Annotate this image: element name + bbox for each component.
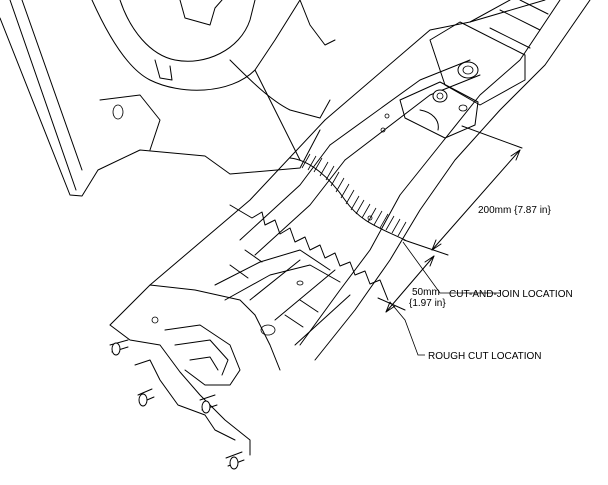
dimension-50-mm-label: 50mm xyxy=(412,287,440,298)
dimension-200 xyxy=(403,125,523,256)
cut-and-join-marking xyxy=(289,153,407,241)
body-panel xyxy=(0,0,336,197)
cut-and-join-label: CUT-AND-JOIN LOCATION xyxy=(449,289,573,300)
lower-bracket xyxy=(109,284,281,470)
rough-cut-label: ROUGH CUT LOCATION xyxy=(428,351,542,362)
frame-rail xyxy=(149,0,591,361)
leader-lines xyxy=(389,241,500,356)
dimension-50-in-label: {1.97 in} xyxy=(409,298,446,309)
upper-bracket xyxy=(399,21,526,139)
rough-cut-marking xyxy=(229,204,389,301)
dimension-200-label: 200mm {7.87 in} xyxy=(478,205,551,216)
